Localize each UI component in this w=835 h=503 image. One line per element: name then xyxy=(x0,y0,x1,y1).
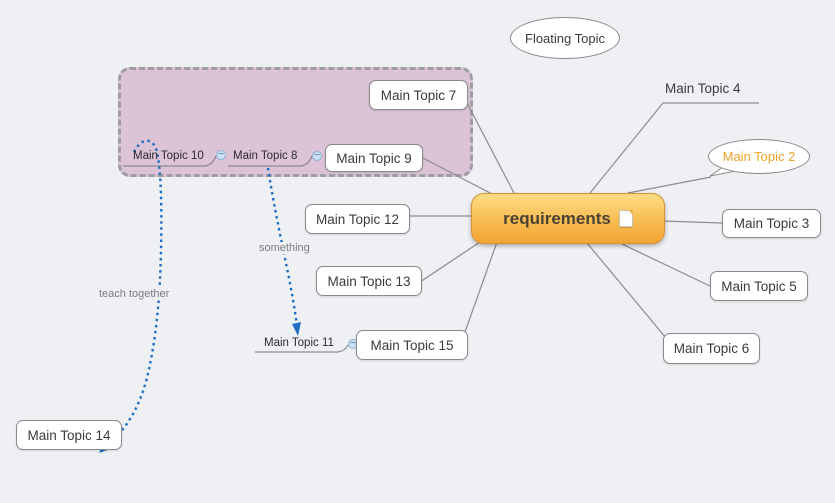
topic-main-topic-12[interactable]: Main Topic 12 xyxy=(305,204,410,234)
minus-icon: − xyxy=(350,338,356,349)
topic-main-topic-11[interactable]: Main Topic 11 xyxy=(264,337,334,349)
central-topic-requirements[interactable]: requirements xyxy=(471,193,665,244)
central-topic-label: requirements xyxy=(503,208,611,228)
connector-topic7 xyxy=(465,100,515,194)
notes-icon[interactable] xyxy=(618,210,633,227)
topic-label: Main Topic 2 xyxy=(722,149,796,164)
connector-topic10-underline xyxy=(123,155,217,167)
connector-topic13 xyxy=(419,241,481,283)
relationship-label-text: teach together xyxy=(99,288,170,300)
topic-label: Main Topic 12 xyxy=(315,211,400,227)
topic-main-topic-4[interactable]: Main Topic 4 xyxy=(665,81,741,96)
topic-main-topic-13[interactable]: Main Topic 13 xyxy=(316,266,422,296)
connector-topic2 xyxy=(627,176,712,194)
topic-label: Main Topic 9 xyxy=(336,150,412,166)
minus-icon: − xyxy=(314,150,320,161)
relationship-something[interactable] xyxy=(266,167,299,327)
topic-label: Main Topic 3 xyxy=(733,216,810,231)
topic-main-topic-5[interactable]: Main Topic 5 xyxy=(710,271,808,301)
topic-label: Main Topic 15 xyxy=(370,337,454,353)
floating-topic[interactable]: Floating Topic xyxy=(510,17,620,59)
connector-topic15 xyxy=(464,241,498,333)
topic-label: Main Topic 13 xyxy=(327,273,411,289)
collapse-button-topic9[interactable]: − xyxy=(312,151,322,161)
topic-main-topic-7[interactable]: Main Topic 7 xyxy=(369,80,468,110)
topic-label: Main Topic 14 xyxy=(27,427,111,443)
topic-label: Main Topic 11 xyxy=(264,337,334,349)
topic-label: Main Topic 8 xyxy=(233,150,298,162)
topic-main-topic-9[interactable]: Main Topic 9 xyxy=(325,144,423,172)
relationship-label-something[interactable]: something xyxy=(257,242,312,254)
connector-topic11-underline xyxy=(255,344,349,353)
topic-main-topic-15[interactable]: Main Topic 15 xyxy=(356,330,468,360)
connector-topic5 xyxy=(621,243,711,287)
relationship-label-teach-together[interactable]: teach together xyxy=(97,288,172,300)
collapse-button-topic8[interactable]: − xyxy=(216,150,226,160)
connector-topic8-underline xyxy=(228,155,313,167)
connector-topic9 xyxy=(420,156,493,195)
minus-icon: − xyxy=(218,149,224,160)
connector-topic3 xyxy=(662,220,723,224)
topic-main-topic-8[interactable]: Main Topic 8 xyxy=(233,150,297,162)
connector-topic4 xyxy=(589,102,759,194)
topic-label: Main Topic 4 xyxy=(665,81,741,96)
topic-label: Main Topic 7 xyxy=(380,87,457,103)
topic-main-topic-6[interactable]: Main Topic 6 xyxy=(663,333,760,364)
topic-main-topic-10[interactable]: Main Topic 10 xyxy=(133,150,204,162)
connector-topic6 xyxy=(586,242,667,339)
topic-main-topic-3[interactable]: Main Topic 3 xyxy=(722,209,821,238)
floating-topic-label: Floating Topic xyxy=(525,30,605,46)
topic-label: Main Topic 6 xyxy=(673,341,750,356)
topic-label: Main Topic 5 xyxy=(721,278,797,294)
topic-main-topic-2-callout[interactable]: Main Topic 2 xyxy=(708,139,810,174)
relationship-teach-together[interactable] xyxy=(106,139,163,447)
topic-label: Main Topic 10 xyxy=(133,150,204,162)
notes-icon-fold xyxy=(627,210,633,215)
relationship-something-arrowhead xyxy=(292,322,301,336)
relationship-label-text: something xyxy=(259,242,310,254)
topic-main-topic-14[interactable]: Main Topic 14 xyxy=(16,420,122,450)
